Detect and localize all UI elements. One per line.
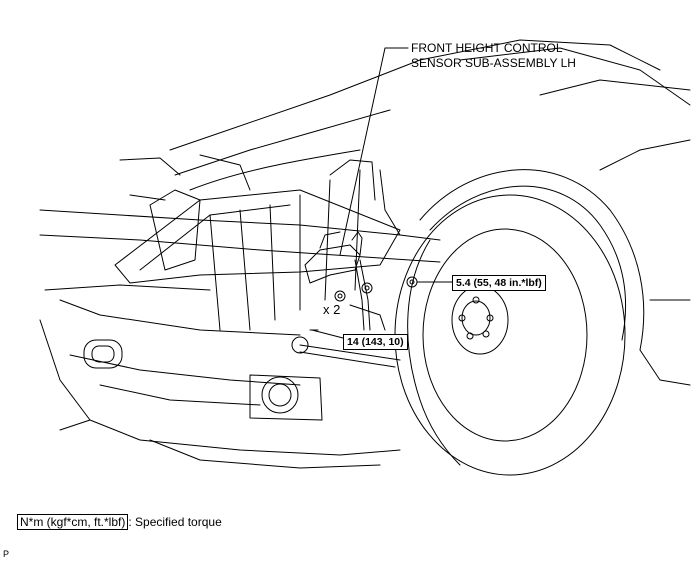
bumper-face [39,319,401,456]
lower-arm-bush [291,336,309,354]
torque-label-upper: 5.4 (55, 48 in.*lbf) [452,275,546,291]
fog-lamp-right [261,376,299,414]
wheel-rim [422,228,588,442]
figure-code: P [3,549,10,559]
bumper-upper [39,209,441,241]
hood-outline [169,39,661,151]
sensor-link-rod [354,259,365,331]
bolt-upper [361,282,373,294]
leader-sensor [339,47,409,256]
sensor-callout-line2: SENSOR SUB-ASSEMBLY LH [411,56,576,70]
legend-description: : Specified torque [128,515,222,529]
bolt-lower [334,290,346,302]
sensor-callout-line1: FRONT HEIGHT CONTROL [411,41,563,55]
legend-unit-box: N*m (kgf*cm, ft.*lbf) [17,514,129,530]
quantity-label: x 2 [323,302,341,317]
legend: N*m (kgf*cm, ft.*lbf): Specified torque [17,514,222,530]
torque-label-lower: 14 (143, 10) [343,334,408,350]
leader-lower-torque [311,329,344,339]
sensor-callout: FRONT HEIGHT CONTROL SENSOR SUB-ASSEMBLY… [411,41,576,71]
headlamp [114,189,401,284]
fog-lamp-left [83,339,123,369]
fender-body [639,349,691,386]
tire [394,194,626,476]
sensor-bracket [304,244,361,284]
fender-arch [419,169,645,351]
